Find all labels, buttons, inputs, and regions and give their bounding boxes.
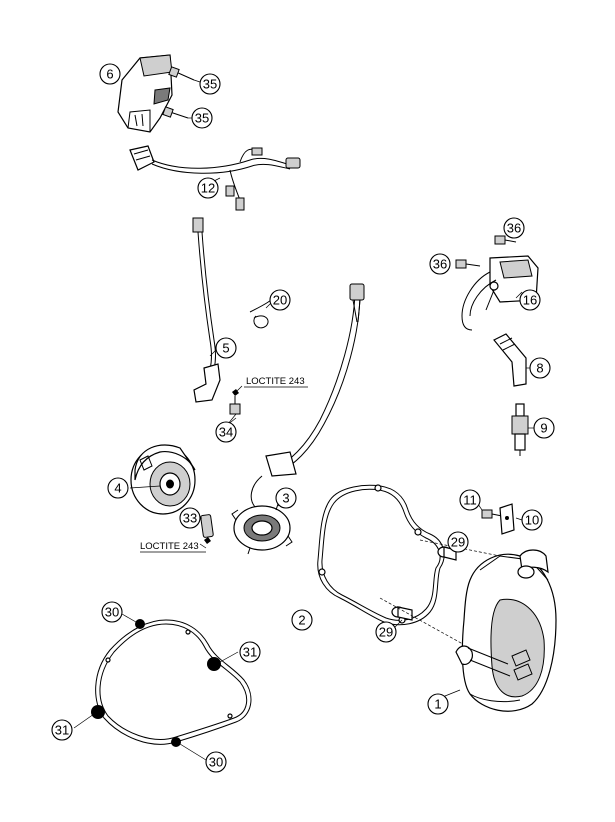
loctite-note-lower: LOCTITE 243 xyxy=(140,541,206,553)
svg-text:36: 36 xyxy=(507,221,521,236)
callout-2: 2 xyxy=(291,609,313,631)
svg-text:5: 5 xyxy=(222,341,229,356)
callout-31-left: 31 xyxy=(51,719,73,741)
callout-11: 11 xyxy=(459,489,481,511)
cdi-unit xyxy=(117,54,173,133)
svg-text:29: 29 xyxy=(379,625,393,640)
svg-text:35: 35 xyxy=(203,77,217,92)
callout-12: 12 xyxy=(197,177,219,199)
callout-6: 6 xyxy=(99,63,121,85)
callout-29-upper: 29 xyxy=(447,531,469,553)
ignition-cover xyxy=(455,549,557,712)
bolt-36-top xyxy=(494,235,517,245)
callout-35-upper: 35 xyxy=(199,73,221,95)
callout-8: 8 xyxy=(529,357,551,379)
callout-1: 1 xyxy=(427,693,449,715)
screw-11 xyxy=(481,509,503,519)
callout-5: 5 xyxy=(215,337,237,359)
spark-plug-cap xyxy=(493,333,527,387)
callout-16: 16 xyxy=(519,289,541,311)
callout-3: 3 xyxy=(275,487,297,509)
svg-text:1: 1 xyxy=(434,697,441,712)
loctite-note-upper: LOCTITE 243 xyxy=(244,376,308,388)
gasket-dot-30-lower xyxy=(171,737,181,747)
svg-text:30: 30 xyxy=(105,605,119,620)
callout-20: 20 xyxy=(269,289,291,311)
svg-text:36: 36 xyxy=(433,257,447,272)
svg-text:10: 10 xyxy=(525,513,539,528)
screw-34 xyxy=(229,389,241,415)
callout-34: 34 xyxy=(215,421,237,443)
svg-text:6: 6 xyxy=(106,67,113,82)
spark-plug xyxy=(511,403,529,456)
callout-30-lower: 30 xyxy=(205,751,227,773)
screw-33 xyxy=(200,514,214,544)
svg-text:34: 34 xyxy=(219,425,233,440)
sensor-cable xyxy=(192,217,221,403)
svg-text:29: 29 xyxy=(451,535,465,550)
svg-text:12: 12 xyxy=(201,181,215,196)
svg-text:31: 31 xyxy=(55,723,69,738)
callout-4: 4 xyxy=(107,477,129,499)
stator xyxy=(231,283,365,555)
bolt-35-lower xyxy=(162,106,189,119)
callout-30-upper: 30 xyxy=(101,601,123,623)
callout-36-top: 36 xyxy=(503,217,525,239)
callout-33: 33 xyxy=(179,507,201,529)
callout-31-right: 31 xyxy=(239,641,261,663)
gasket-dot-30-upper xyxy=(135,619,145,629)
svg-text:4: 4 xyxy=(114,481,121,496)
gasket-dot-31-left xyxy=(91,705,105,719)
svg-text:30: 30 xyxy=(209,755,223,770)
gasket-small-holes xyxy=(105,629,233,719)
wiring-harness xyxy=(129,145,301,211)
svg-text:11: 11 xyxy=(463,493,477,508)
svg-text:20: 20 xyxy=(273,293,287,308)
svg-text:9: 9 xyxy=(540,421,547,436)
svg-text:3: 3 xyxy=(282,491,289,506)
callout-10: 10 xyxy=(521,509,543,531)
svg-text:33: 33 xyxy=(183,511,197,526)
lower-gasket xyxy=(95,619,252,745)
callout-29-lower: 29 xyxy=(375,621,397,643)
callout-35-lower: 35 xyxy=(191,107,213,129)
svg-text:16: 16 xyxy=(523,293,537,308)
flywheel-rotor xyxy=(130,444,196,515)
svg-text:8: 8 xyxy=(536,361,543,376)
cover-gasket xyxy=(317,484,445,626)
bolt-35-upper xyxy=(168,66,195,81)
svg-text:LOCTITE 243: LOCTITE 243 xyxy=(140,541,199,552)
svg-text:31: 31 xyxy=(243,645,257,660)
callout-36-left: 36 xyxy=(429,253,451,275)
bolt-36-left xyxy=(455,259,481,269)
dowel-29-lower xyxy=(391,606,413,621)
svg-text:2: 2 xyxy=(298,613,305,628)
gasket-dot-31-right xyxy=(207,657,221,671)
svg-text:LOCTITE 243: LOCTITE 243 xyxy=(246,376,305,387)
svg-text:35: 35 xyxy=(195,111,209,126)
bracket-10 xyxy=(499,503,515,535)
callout-9: 9 xyxy=(533,417,555,439)
